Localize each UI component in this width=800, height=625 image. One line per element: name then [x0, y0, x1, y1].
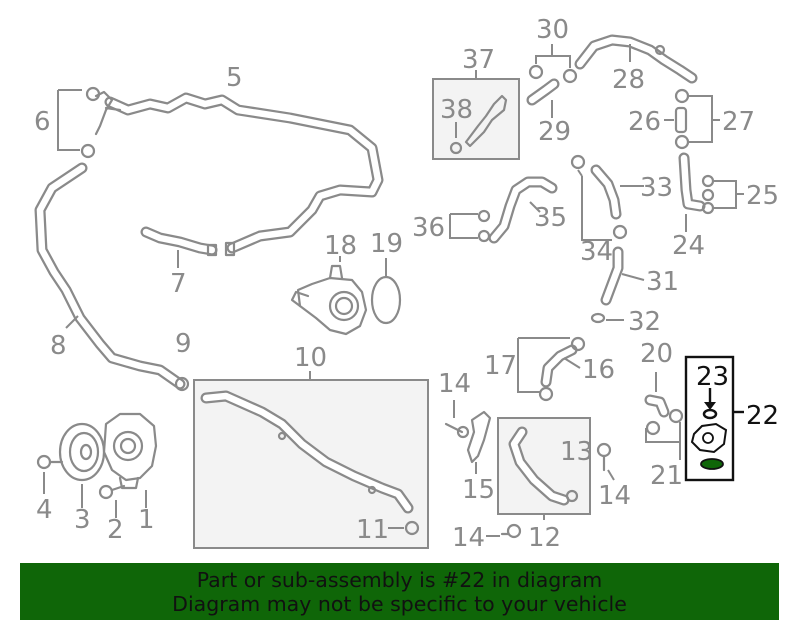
callout-23: 23 — [696, 362, 729, 392]
pipe-24 — [678, 152, 744, 232]
o-ring-19 — [370, 258, 402, 325]
thermostat-housing-18 — [290, 256, 368, 336]
callout-36: 36 — [412, 213, 445, 243]
group-box-12 — [497, 417, 591, 515]
coolant-hose-16 — [517, 336, 586, 402]
clamp-11 — [388, 520, 420, 536]
coolant-pipe-12 — [508, 426, 579, 520]
coolant-pipe-5 — [94, 90, 384, 257]
callout-28: 28 — [612, 65, 645, 95]
hose-28 — [574, 34, 698, 84]
hose-35 — [449, 176, 558, 244]
coolant-pipe-10 — [200, 371, 414, 514]
callout-14a: 14 — [438, 369, 471, 399]
callout-4: 4 — [36, 495, 53, 525]
callout-34: 34 — [580, 237, 613, 267]
callout-8: 8 — [50, 331, 67, 361]
callout-6: 6 — [34, 107, 51, 137]
callout-1: 1 — [138, 505, 155, 535]
callout-25: 25 — [746, 181, 779, 211]
bracket-15 — [466, 410, 492, 474]
callout-3: 3 — [74, 505, 91, 535]
callout-17: 17 — [484, 351, 517, 381]
banner-line-1: Part or sub-assembly is #22 in diagram — [196, 567, 603, 592]
callout-20: 20 — [640, 339, 673, 369]
temp-sensor-38 — [449, 70, 508, 155]
callout-19: 19 — [370, 229, 403, 259]
hose-33 — [570, 154, 644, 241]
callout-2: 2 — [107, 515, 124, 545]
callout-29: 29 — [538, 117, 571, 147]
callout-33: 33 — [640, 173, 673, 203]
group-box-37 — [432, 78, 520, 160]
banner-line-2: Diagram may not be specific to your vehi… — [172, 591, 627, 616]
callout-14c: 14 — [452, 523, 485, 553]
bolt-2 — [98, 484, 126, 518]
water-pump-1 — [102, 412, 158, 508]
bolt-14 — [444, 400, 615, 539]
bolt-4 — [36, 454, 64, 494]
clamp-9 — [174, 376, 190, 392]
callout-11: 11 — [356, 515, 389, 545]
callout-12: 12 — [528, 523, 561, 553]
coolant-pipe-8 — [34, 162, 186, 390]
callout-24: 24 — [672, 231, 705, 261]
coolant-hose-7 — [140, 226, 218, 268]
callout-14b: 14 — [598, 481, 631, 511]
group-box-10 — [193, 379, 429, 549]
pipe-31 — [590, 246, 645, 324]
hose-20 — [644, 372, 684, 460]
callout-10: 10 — [294, 343, 327, 373]
info-banner: Part or sub-assembly is #22 in diagram D… — [20, 563, 779, 620]
callout-21: 21 — [650, 461, 683, 491]
callout-18: 18 — [324, 231, 357, 261]
parts-diagram: 1 2 3 4 5 6 7 8 9 10 11 12 13 14 14 14 1… — [34, 15, 779, 553]
hose-29 — [526, 78, 560, 118]
callout-16: 16 — [582, 355, 615, 385]
callout-27: 27 — [722, 107, 755, 137]
coolant-flange-22 — [690, 388, 744, 470]
callout-26: 26 — [628, 107, 661, 137]
callout-13: 13 — [560, 437, 593, 467]
callout-9: 9 — [175, 329, 192, 359]
callout-22: 22 — [746, 401, 779, 431]
callout-7: 7 — [170, 269, 187, 299]
callout-35: 35 — [534, 203, 567, 233]
callout-15: 15 — [462, 475, 495, 505]
callout-30: 30 — [536, 15, 569, 45]
callout-5: 5 — [226, 63, 243, 93]
clamp-30 — [528, 44, 578, 84]
hose-clamp-6 — [57, 86, 101, 159]
callout-31: 31 — [646, 267, 679, 297]
callout-32: 32 — [628, 307, 661, 337]
pulley-3 — [58, 422, 106, 508]
callout-37: 37 — [462, 45, 495, 75]
callout-38: 38 — [440, 95, 473, 125]
connector-26 — [664, 88, 720, 150]
